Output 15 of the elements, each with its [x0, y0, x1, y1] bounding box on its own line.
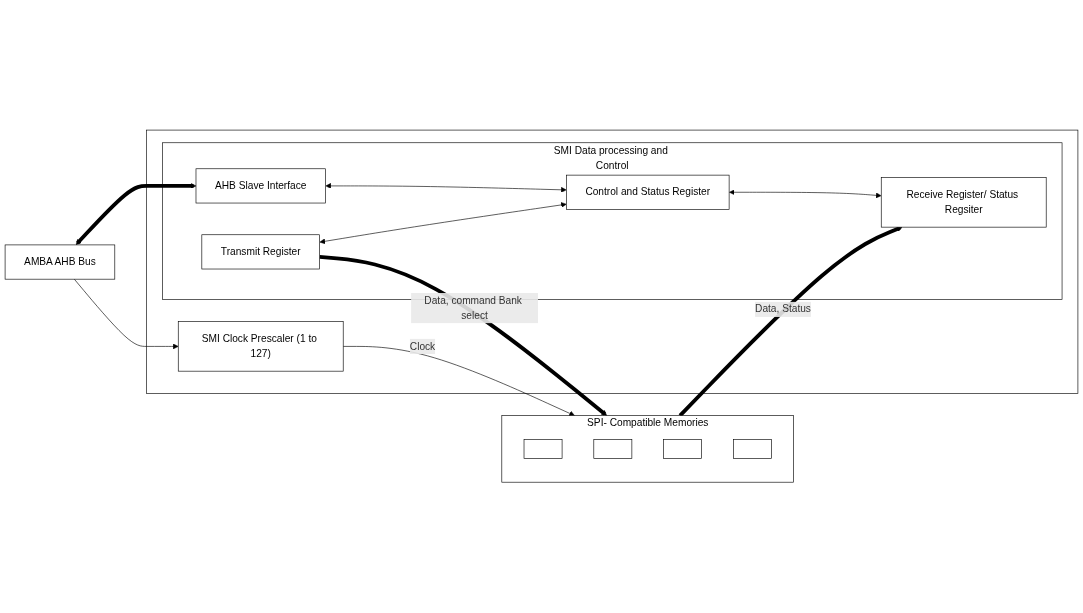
edge-label: Data, Status	[755, 303, 811, 315]
arrow	[75, 183, 197, 246]
node-box	[593, 439, 633, 460]
node-box: Receive Register/ Status Regsiter	[880, 177, 1047, 228]
node-box: AHB Slave Interface	[195, 168, 326, 204]
cluster: SPI- Compatible Memories	[501, 415, 794, 483]
node-box: Control and Status Register	[566, 175, 730, 211]
node-box	[663, 439, 702, 460]
cluster	[146, 130, 1079, 395]
node-box	[523, 439, 563, 460]
node-box: Transmit Register	[201, 234, 320, 270]
node-box: SMI Clock Prescaler (1 to 127)	[177, 321, 344, 372]
node-box	[733, 439, 772, 460]
node-box: AMBA AHB Bus	[4, 244, 116, 280]
edge-label: Clock	[409, 341, 436, 352]
